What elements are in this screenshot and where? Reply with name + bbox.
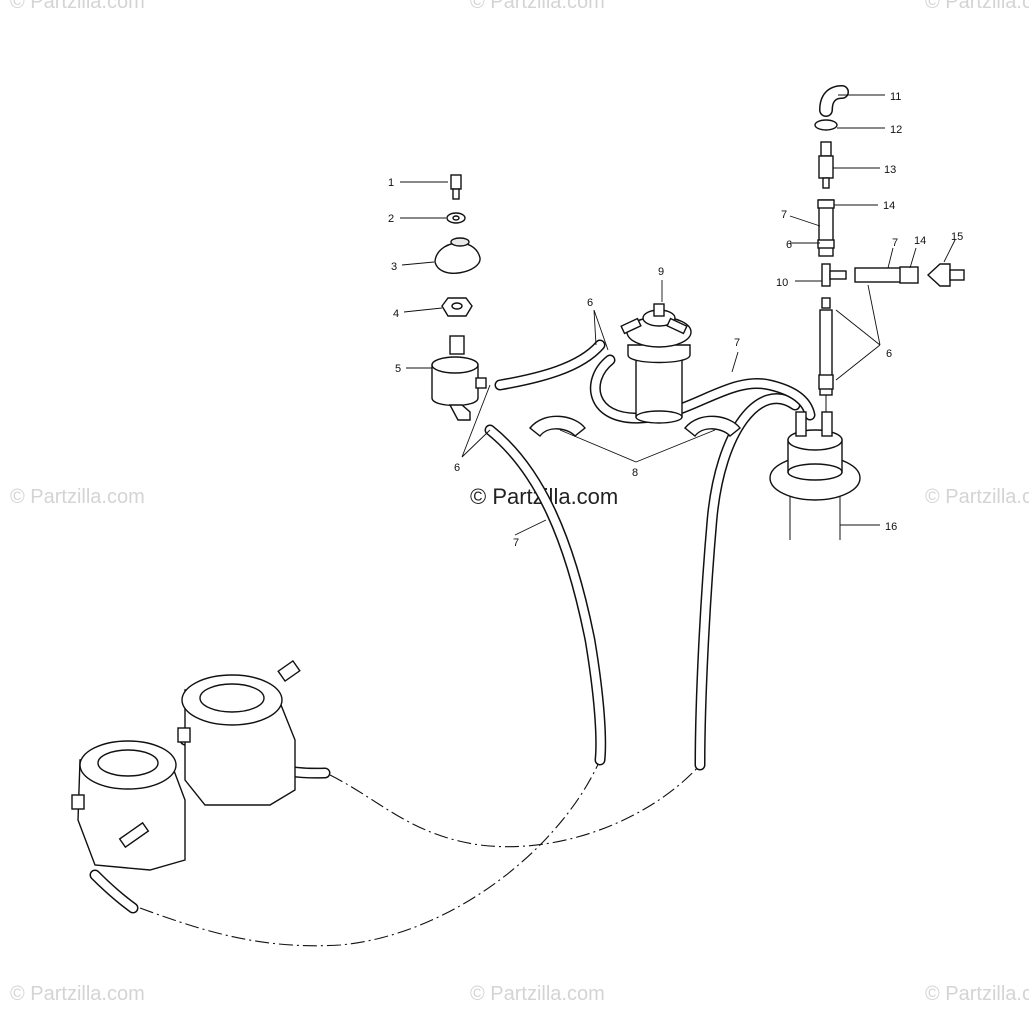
hose-long-right [694, 393, 801, 771]
callout-3: 3 [391, 261, 397, 273]
callout-4: 4 [393, 308, 399, 320]
callout-5: 5 [395, 363, 401, 375]
carburetor-assembly [71, 659, 301, 871]
clamp-left [529, 415, 586, 438]
callout-6-vent: 6 [786, 239, 792, 251]
callout-14-side: 14 [914, 235, 926, 247]
leader-lines [400, 94, 956, 536]
screw-part [450, 174, 462, 190]
watermarks: © Partzilla.com © Partzilla.com © Partzi… [10, 0, 1029, 1005]
callout-14-upper: 14 [883, 200, 895, 212]
watermark-top-center: © Partzilla.com [470, 0, 605, 13]
watermark-bottom-left: © Partzilla.com [10, 983, 145, 1005]
tee-part [821, 263, 831, 287]
callout-1: 1 [388, 177, 394, 189]
callout-12: 12 [890, 124, 902, 136]
watermark-mid-right: © Partzilla.com [925, 486, 1029, 508]
callout-9: 9 [658, 266, 664, 278]
filter-bowl [635, 354, 683, 418]
cap-part [434, 242, 481, 274]
check-valve-part [926, 263, 951, 287]
callout-8: 8 [632, 467, 638, 479]
callout-16: 16 [885, 521, 897, 533]
callout-7-vent-upper: 7 [781, 209, 787, 221]
callout-7-vent-side: 7 [892, 237, 898, 249]
callout-6-pump: 6 [454, 462, 460, 474]
callout-7-hose-left: 7 [513, 537, 519, 549]
dashed-routing-lines [139, 759, 701, 947]
vent-tube-side [854, 267, 904, 283]
fuel-pump-assembly [431, 174, 487, 421]
ring-clamp-part [814, 119, 838, 131]
watermark-bottom-right: © Partzilla.com [925, 983, 1029, 1005]
callout-6-filter: 6 [587, 297, 593, 309]
fuel-filter [620, 303, 692, 424]
connector-part [818, 155, 834, 179]
watermark-bottom-center: © Partzilla.com [470, 983, 605, 1005]
callout-11: 11 [890, 91, 901, 103]
callout-7-hose-filter: 7 [734, 337, 740, 349]
clamps [529, 415, 741, 438]
hose-long-left [484, 424, 607, 766]
vent-line-assembly [814, 85, 965, 412]
dashed-route-lower [139, 759, 601, 947]
callout-13: 13 [884, 164, 896, 176]
watermark-mid-left: © Partzilla.com [10, 486, 145, 508]
watermark-top-right: © Partzilla.com [925, 0, 1029, 13]
hoses [89, 339, 816, 914]
callout-2: 2 [388, 213, 394, 225]
callout-labels: 1 2 3 4 5 6 6 6 6 7 7 7 7 8 9 10 11 12 1… [388, 91, 963, 549]
clamp-right [684, 415, 741, 438]
callout-15: 15 [951, 231, 963, 243]
callout-10: 10 [776, 277, 788, 289]
callout-6-tubes: 6 [886, 348, 892, 360]
watermark-top-left: © Partzilla.com [10, 0, 145, 13]
dashed-route-upper [329, 764, 701, 848]
tank-sender-unit [769, 411, 861, 540]
